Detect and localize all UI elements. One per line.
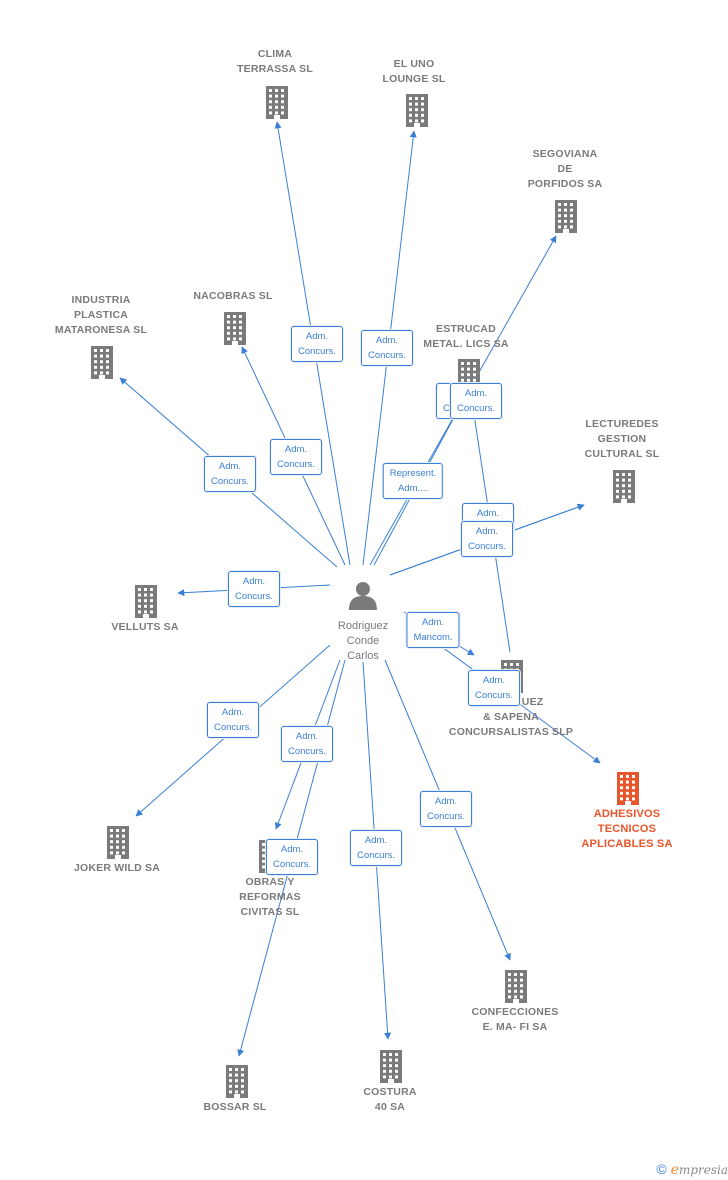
building-icon <box>224 312 246 345</box>
company-name: ADHESIVOS TECNICOS APLICABLES SA <box>581 808 673 850</box>
building-icon <box>266 86 288 119</box>
company-node-rodriguez[interactable]: RODRIGUEZ & SAPENA CONCURSALISTAS SLP <box>449 695 573 740</box>
brand-initial: e <box>670 1162 679 1178</box>
company-name: LECTUREDES GESTION CULTURAL SL <box>584 418 660 460</box>
edge-label[interactable]: Adm. Concurs. <box>265 839 319 875</box>
company-name: COSTURA 40 SA <box>363 1086 417 1113</box>
edge-label[interactable]: Adm. Concurs. <box>227 571 281 607</box>
edge-label[interactable]: Adm. Concurs. <box>419 791 473 827</box>
edge-label[interactable]: Adm. Concurs. <box>360 330 414 366</box>
person-icon <box>348 582 377 610</box>
building-icon <box>135 585 157 618</box>
company-node-confecciones[interactable]: CONFECCIONES E. MA- FI SA <box>472 1005 559 1035</box>
company-name: EL UNO LOUNGE SL <box>382 58 446 85</box>
company-node-industria[interactable]: INDUSTRIA PLASTICA MATARONESA SL <box>55 293 147 338</box>
company-name: SEGOVIANA DE PORFIDOS SA <box>527 148 603 190</box>
edge-label[interactable]: Adm. Concurs. <box>467 670 521 706</box>
company-node-segoviana[interactable]: SEGOVIANA DE PORFIDOS SA <box>528 147 603 192</box>
building-icon <box>555 200 577 233</box>
edge-label[interactable]: Adm. Concurs. <box>269 439 323 475</box>
company-node-bossar[interactable]: BOSSAR SL <box>203 1100 266 1115</box>
building-icon <box>226 1065 248 1098</box>
company-name: OBRAS Y REFORMAS CIVITAS SL <box>239 876 301 918</box>
building-icon <box>617 772 639 805</box>
company-node-joker[interactable]: JOKER WILD SA <box>74 861 160 876</box>
building-icon <box>406 94 428 127</box>
company-name: BOSSAR SL <box>203 1101 267 1113</box>
company-node-clima[interactable]: CLIMA TERRASSA SL <box>237 47 313 77</box>
person-name: Rodriguez Conde Carlos <box>337 620 389 662</box>
company-name: RODRIGUEZ & SAPENA CONCURSALISTAS SLP <box>448 696 574 738</box>
building-icon <box>505 970 527 1003</box>
company-name: INDUSTRIA PLASTICA MATARONESA SL <box>54 294 148 336</box>
edge-label[interactable]: Adm. Concurs. <box>206 702 260 738</box>
company-node-adhesivos[interactable]: ADHESIVOS TECNICOS APLICABLES SA <box>581 807 672 852</box>
company-name: NACOBRAS SL <box>193 290 273 302</box>
company-node-obras[interactable]: OBRAS Y REFORMAS CIVITAS SL <box>239 875 301 920</box>
company-node-velluts[interactable]: VELLUTS SA <box>111 620 178 635</box>
company-node-costura[interactable]: COSTURA 40 SA <box>363 1085 416 1115</box>
building-icon <box>613 470 635 503</box>
footer-brand: ©empresia <box>656 1161 728 1178</box>
company-node-nacobras[interactable]: NACOBRAS SL <box>193 289 272 304</box>
edge-label[interactable]: Adm. Concurs. <box>460 521 514 557</box>
edge-label[interactable]: Represent. Adm.... <box>382 463 444 499</box>
edge-label[interactable]: Adm. Concurs. <box>349 830 403 866</box>
company-node-eluno[interactable]: EL UNO LOUNGE SL <box>382 57 445 87</box>
company-name: ESTRUCAD METAL. LICS SA <box>423 323 509 350</box>
edge-label[interactable]: Adm. Concurs. <box>449 383 503 419</box>
edge-label[interactable]: Adm. Concurs. <box>280 726 334 762</box>
building-icon <box>91 346 113 379</box>
copyright-icon: © <box>656 1161 667 1177</box>
company-name: VELLUTS SA <box>111 621 179 633</box>
edge-label[interactable]: Adm. Concurs. <box>203 456 257 492</box>
company-name: JOKER WILD SA <box>73 862 161 874</box>
company-node-estrucad[interactable]: ESTRUCAD METAL. LICS SA <box>423 322 508 352</box>
brand-name: mpresia <box>678 1163 728 1177</box>
building-icon <box>380 1050 402 1083</box>
edge-label[interactable]: Adm. Concurs. <box>290 326 344 362</box>
company-name: CONFECCIONES E. MA- FI SA <box>471 1006 559 1033</box>
company-node-lecturedes[interactable]: LECTUREDES GESTION CULTURAL SL <box>585 417 660 462</box>
building-icon <box>107 826 129 859</box>
company-name: CLIMA TERRASSA SL <box>237 48 313 75</box>
edge-label[interactable]: Adm. Mancom. <box>406 612 460 648</box>
person-node[interactable]: Rodriguez Conde Carlos <box>338 580 388 664</box>
